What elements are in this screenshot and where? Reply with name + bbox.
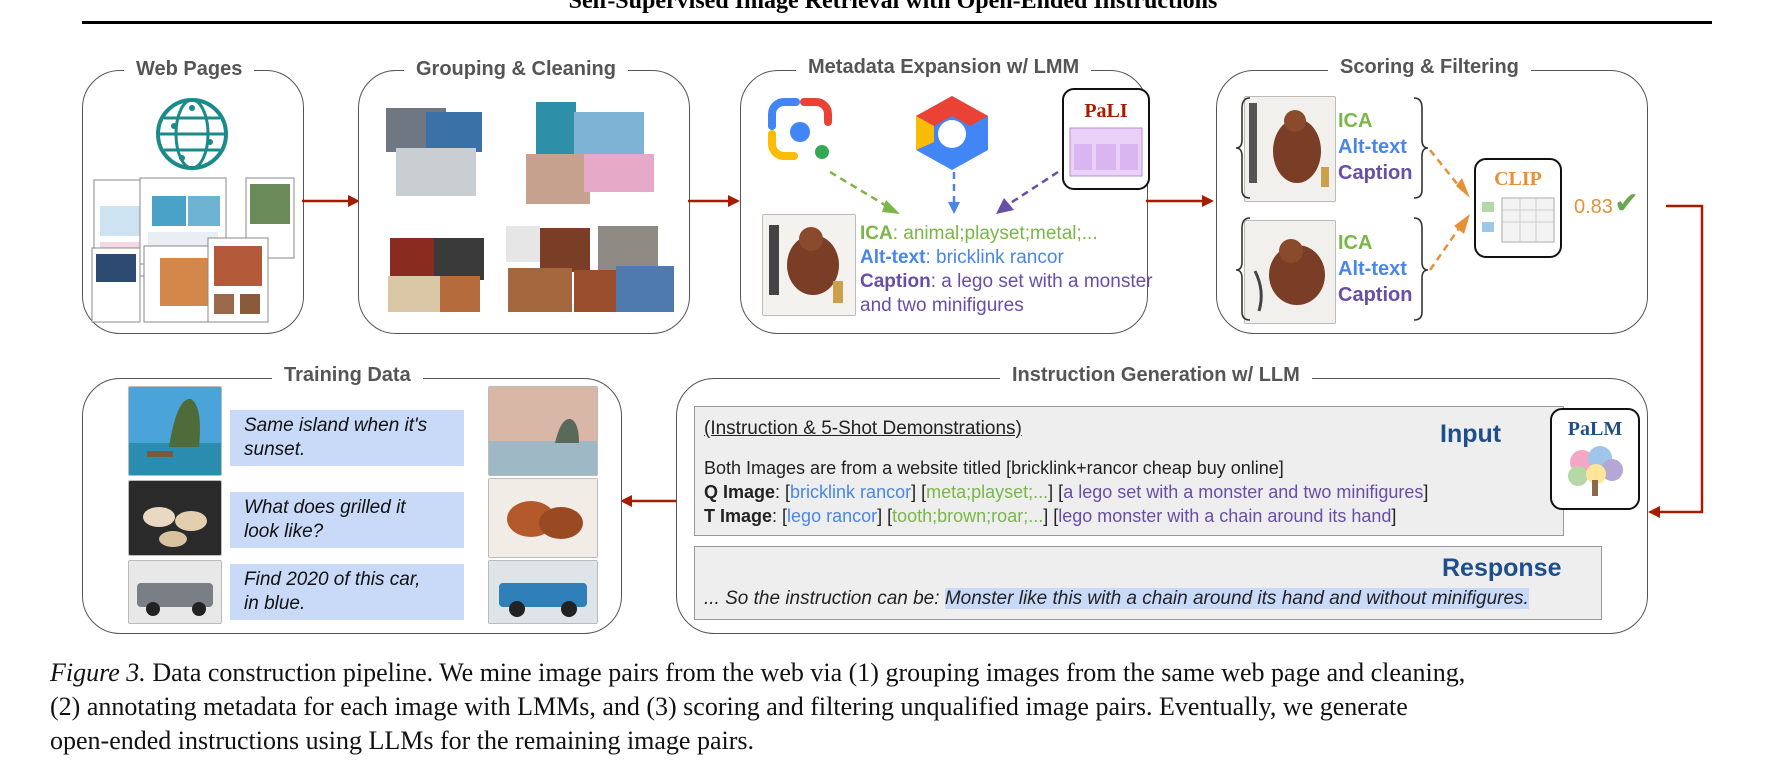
response-prefix: ... So the instruction can be:: [704, 588, 945, 609]
clip-score: 0.83: [1574, 196, 1613, 218]
q-ica: meta;playset;...: [926, 482, 1049, 502]
score-caption-top: Caption: [1338, 162, 1413, 184]
clip-label: CLIP: [1494, 168, 1542, 190]
score-alt-top: Alt-text: [1338, 136, 1407, 158]
google-cloud-icon: [916, 96, 988, 170]
ica-line: ICA: animal;playset;metal;...: [860, 223, 1098, 244]
lego-rancor-photo: [762, 214, 856, 316]
figure-caption: Figure 3. Data construction pipeline. We…: [50, 656, 1740, 758]
t-image-label: T Image: [704, 506, 773, 526]
q-image-line: Q Image: [bricklink rancor] [meta;playse…: [704, 482, 1429, 502]
q-caption: a lego set with a monster and two minifi…: [1063, 482, 1424, 502]
metadata-text-block: ICA: animal;playset;metal;... Alt-text: …: [860, 222, 1153, 318]
caption-line-2: (2) annotating metadata for each image w…: [50, 692, 1408, 721]
t-alt: lego rancor: [787, 506, 878, 526]
stage-title-training: Training Data: [272, 364, 423, 387]
figure-title: Self-Supervised Image Retrieval with Ope…: [568, 0, 1218, 14]
training-query-grill: [128, 480, 222, 556]
web-page-thumbnails: [91, 177, 295, 323]
score-photo-query: [1244, 96, 1336, 202]
q-alt: bricklink rancor: [790, 482, 912, 502]
check-icon: ✔: [1614, 187, 1640, 220]
response-text: Monster like this with a chain around it…: [944, 588, 1529, 609]
arrow-1: [302, 195, 360, 207]
palm-tree-icon: [1568, 446, 1623, 496]
score-ica-bottom: ICA: [1338, 232, 1373, 254]
input-label: Input: [1440, 420, 1502, 448]
google-lens-icon: [768, 98, 832, 160]
stage-title-scoring: Scoring & Filtering: [1328, 56, 1531, 79]
title-rule: [82, 21, 1712, 24]
q-image-label: Q Image: [704, 482, 776, 502]
response-line: ... So the instruction can be: Monster l…: [704, 588, 1529, 610]
globe-icon: [156, 98, 228, 170]
t-image-line: T Image: [lego rancor] [tooth;brown;roar…: [704, 506, 1397, 526]
response-label: Response: [1442, 554, 1562, 582]
t-ica: tooth;brown;roar;...: [892, 506, 1044, 526]
training-instruction-3: Find 2020 of this car,in blue.: [230, 564, 464, 620]
score-braces: [1236, 97, 1470, 321]
alt-line: Alt-text: bricklink rancor: [860, 247, 1064, 268]
arrow-2: [688, 195, 740, 207]
t-caption: lego monster with a chain around its han…: [1058, 506, 1392, 526]
input-box: [694, 406, 1564, 536]
training-target-blue-truck: [488, 560, 598, 624]
training-target-grilled: [488, 478, 598, 558]
score-caption-bottom: Caption: [1338, 284, 1413, 306]
score-photo-target: [1244, 220, 1336, 324]
score-ica-top: ICA: [1338, 110, 1373, 132]
training-query-truck: [128, 560, 222, 624]
arrow-5: [620, 495, 676, 507]
caption-line-1: Figure 3. Data construction pipeline. We…: [50, 658, 1466, 687]
caption-line: Caption: a lego set with a monster: [860, 271, 1153, 292]
pali-label: PaLI: [1084, 100, 1128, 122]
training-target-sunset: [488, 386, 598, 476]
score-labels-bottom: ICA Alt-text Caption: [1338, 230, 1412, 308]
grouped-images: [386, 102, 674, 312]
caption-line-2: and two minifigures: [860, 295, 1024, 316]
pali-diagram-icon: [1069, 127, 1143, 177]
stage-title-instruction: Instruction Generation w/ LLM: [1000, 364, 1312, 387]
input-line-1: Both Images are from a website titled [b…: [704, 458, 1284, 478]
palm-label: PaLM: [1567, 418, 1623, 440]
stage-title-metadata: Metadata Expansion w/ LMM: [796, 56, 1092, 79]
caption-line-3: open-ended instructions using LLMs for t…: [50, 726, 755, 755]
arrow-4: [1648, 204, 1704, 518]
arrow-3: [1146, 195, 1214, 207]
training-query-island: [128, 386, 222, 476]
stage-title-web-pages: Web Pages: [124, 58, 255, 81]
score-labels-top: ICA Alt-text Caption: [1338, 108, 1412, 186]
caption-label: Figure 3.: [50, 658, 146, 687]
clip-diagram-icon: [1482, 197, 1555, 243]
score-alt-bottom: Alt-text: [1338, 258, 1407, 280]
stage-title-grouping: Grouping & Cleaning: [404, 58, 628, 81]
demo-label: (Instruction & 5-Shot Demonstrations): [704, 418, 1022, 439]
metadata-dashed-arrows: [829, 170, 1059, 214]
